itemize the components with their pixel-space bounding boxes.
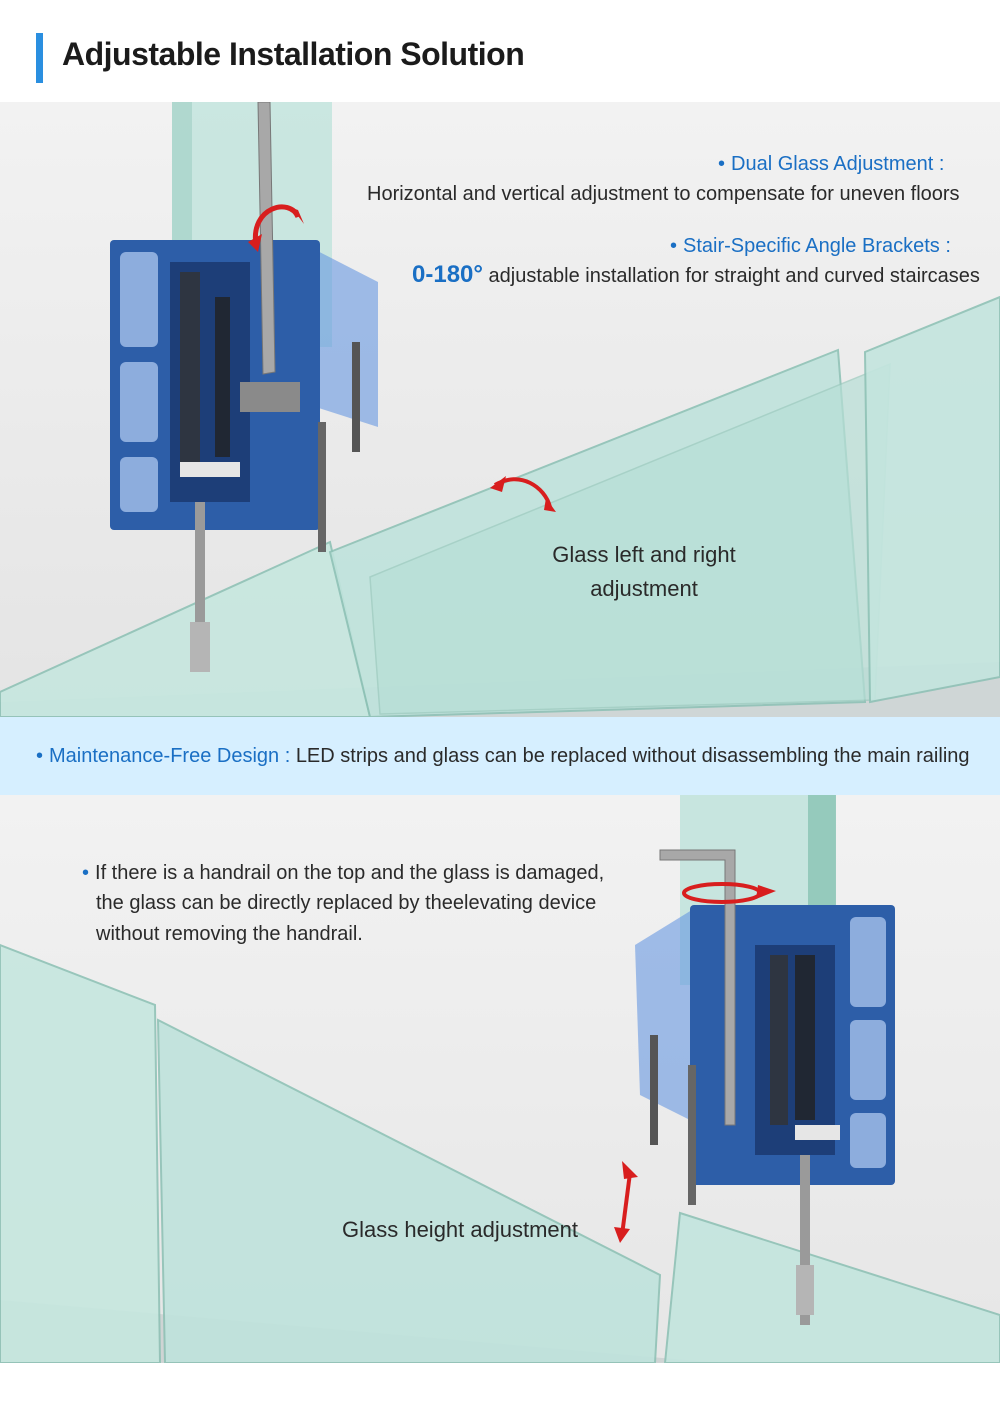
handrail-note-line1: •If there is a handrail on the top and t… <box>82 862 605 884</box>
glass-height-label: Glass height adjustment <box>341 1217 579 1242</box>
feature-stair-brackets-title: •Stair-Specific Angle Brackets : <box>670 235 951 257</box>
allen-key <box>257 102 276 375</box>
handrail-note-line2: the glass can be directly replaced by th… <box>96 892 597 914</box>
bullet-icon: • <box>36 745 44 767</box>
glass-left-right-label: Glass left and right adjustment <box>552 542 736 601</box>
glass-panel-middle <box>156 1018 662 1363</box>
feature-stair-brackets-desc: 0-180° adjustable installation for strai… <box>412 261 980 288</box>
title-accent-bar <box>36 33 43 83</box>
glass-panel-left <box>0 540 372 717</box>
maintenance-text: •Maintenance-Free Design : LED strips an… <box>36 745 970 767</box>
panel-installation-top: •Dual Glass Adjustment : Horizontal and … <box>0 102 1000 717</box>
railing-illustration-top <box>0 102 1000 717</box>
glass-panel-left <box>0 943 162 1363</box>
angle-range: 0-180° <box>412 261 483 288</box>
allen-key <box>659 849 736 1126</box>
panel-installation-bottom: •If there is a handrail on the top and t… <box>0 795 1000 1363</box>
glass-panel-right <box>663 1211 1000 1363</box>
maintenance-strip: •Maintenance-Free Design : LED strips an… <box>0 717 1000 795</box>
railing-illustration-bottom <box>0 795 1000 1363</box>
height-arrow <box>620 1172 632 1236</box>
page-title: Adjustable Installation Solution <box>62 36 525 72</box>
header: Adjustable Installation Solution <box>0 0 1000 102</box>
feature-dual-glass-title: •Dual Glass Adjustment : <box>718 153 945 175</box>
rotation-arrow-top <box>252 204 301 246</box>
feature-dual-glass-desc: Horizontal and vertical adjustment to co… <box>367 183 960 205</box>
footer-space <box>0 1363 1000 1403</box>
bullet-icon: • <box>718 153 726 175</box>
bullet-icon: • <box>670 235 678 257</box>
glass-panel-right <box>863 295 1000 704</box>
bullet-icon: • <box>82 862 90 884</box>
handrail-note-line3: without removing the handrail. <box>96 923 363 945</box>
